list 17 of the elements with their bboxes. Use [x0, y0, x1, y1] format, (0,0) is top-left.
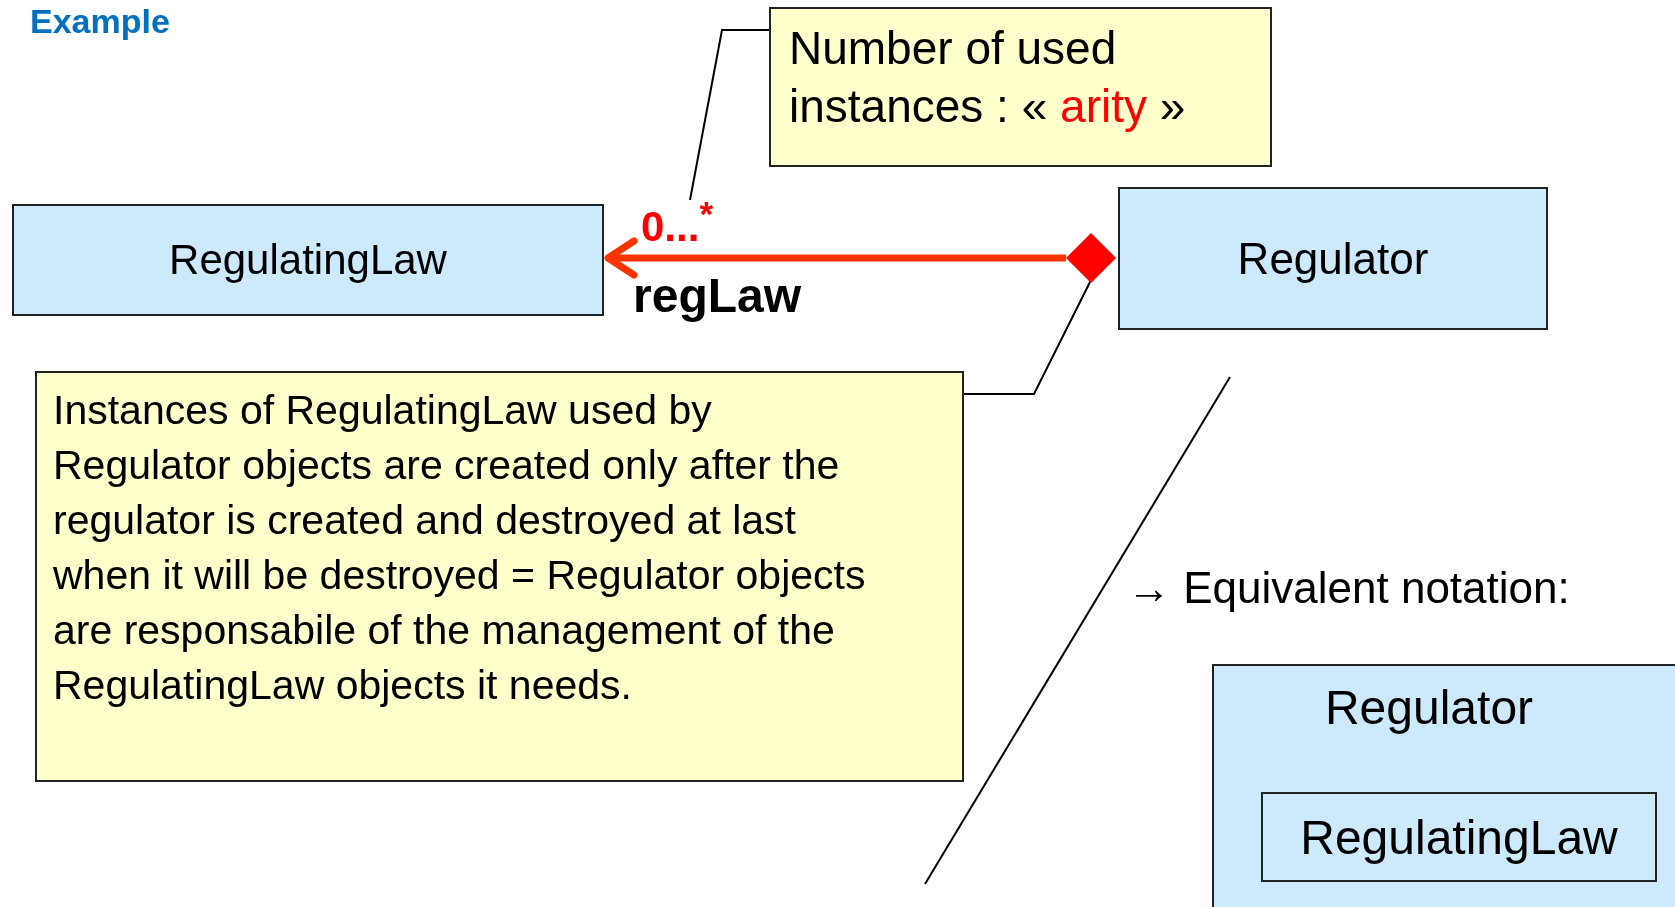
class-name: Regulator	[1323, 680, 1535, 735]
composition-diamond	[1066, 233, 1116, 283]
class-box: RegulatingLaw	[1261, 792, 1657, 882]
leader-line	[689, 29, 770, 201]
note-text: Number of used instances : « arity »	[788, 21, 1187, 135]
class-box: Regulator	[1118, 187, 1548, 330]
association-arrow	[604, 237, 1066, 279]
note-box	[769, 7, 1272, 167]
title: Example	[30, 2, 170, 41]
class-box: RegulatingLaw	[12, 204, 604, 316]
leader-line	[963, 279, 1092, 395]
note-text: Instances of RegulatingLaw used by Regulator objects are created only after the regulator is created and destroyed at last when it will be destroyed = Regulator objects are responsabile of the management of the RegulatingLaw objects it needs.	[52, 386, 867, 710]
class-box	[1212, 664, 1675, 907]
edge-label: regLaw	[633, 272, 802, 320]
multiplicity-label: 0...$^{*}$	[641, 196, 713, 248]
note-text: → Equivalent notation:	[1127, 562, 1570, 614]
note-box	[35, 371, 964, 782]
